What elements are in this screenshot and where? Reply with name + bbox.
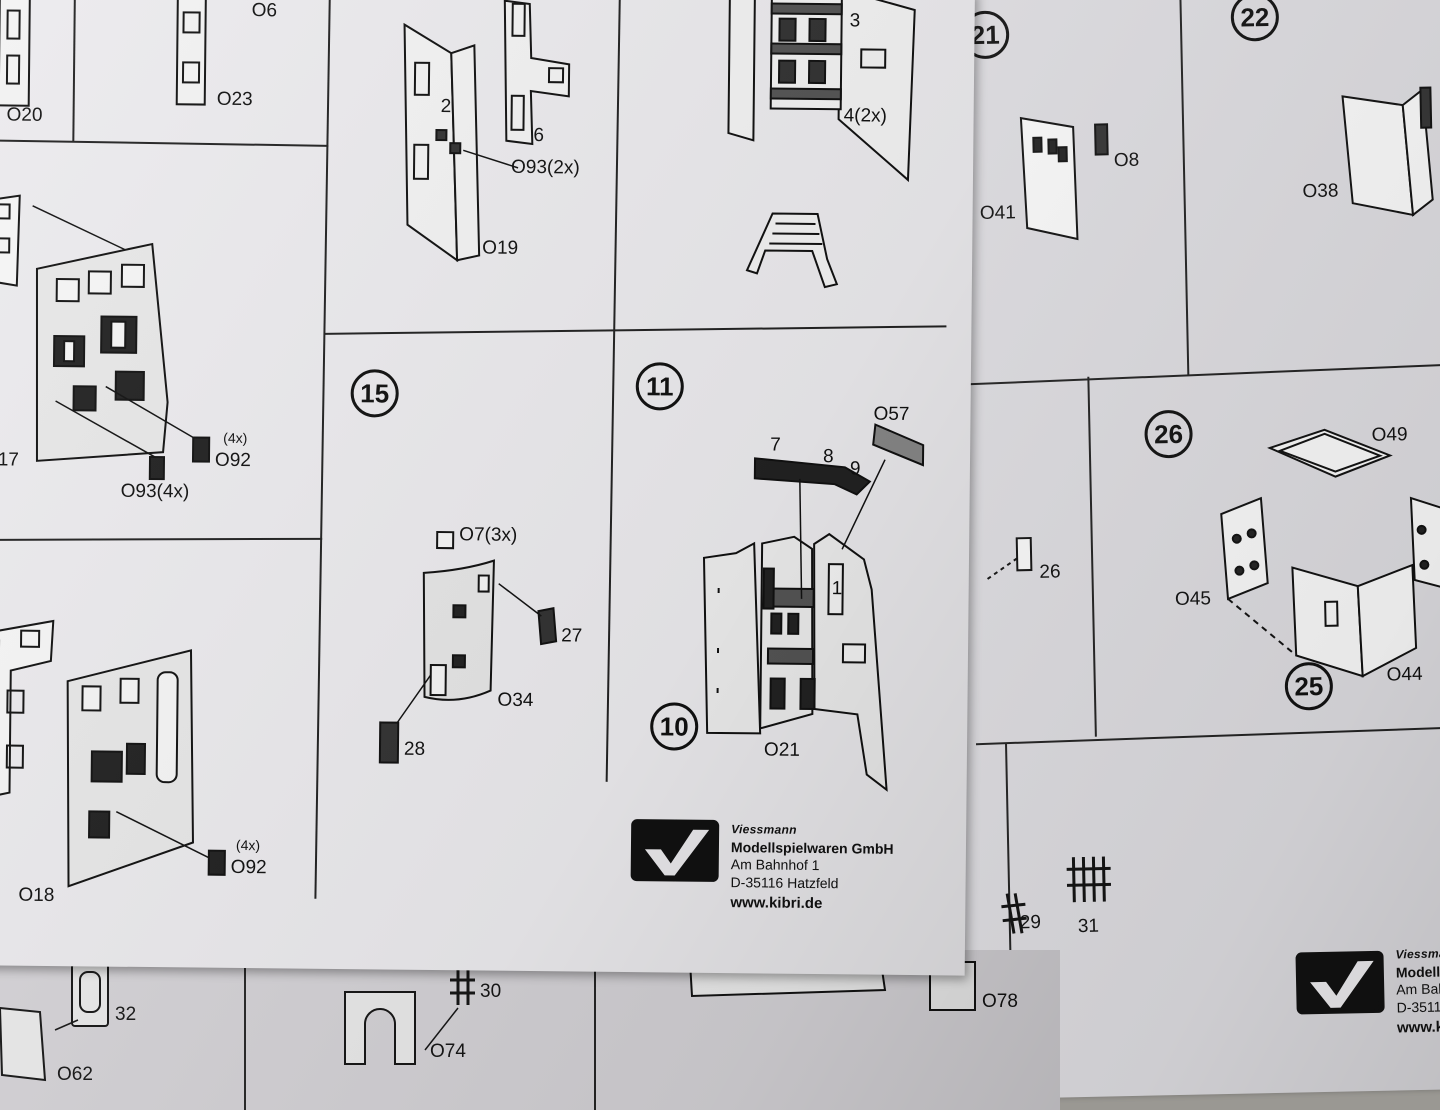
wall-pieces-top-left	[0, 0, 246, 108]
wall-o18-drawing	[0, 620, 227, 888]
part-label-29: 29	[1020, 913, 1042, 932]
viessmann-logo	[631, 819, 720, 882]
company-city: D-35116 Hatzfeld	[731, 874, 839, 891]
part-label-o92-upper: O92	[215, 451, 251, 470]
part-label-o8: O8	[1114, 151, 1140, 171]
part-label-o19: O19	[482, 238, 518, 257]
part-label-26: 26	[1039, 562, 1061, 581]
part-label-6: 6	[533, 126, 544, 145]
part-label-o45: O45	[1175, 589, 1211, 609]
quantity-4: (2x)	[854, 105, 887, 126]
company-web-right: www.ki	[1397, 1018, 1440, 1037]
part-label-o74: O74	[430, 1042, 466, 1061]
right-sheet-grid	[930, 0, 1440, 1100]
part-label-o17: O17	[0, 450, 19, 469]
part-label-3: 3	[850, 11, 861, 30]
viessmann-logo-right	[1295, 951, 1384, 1015]
part-label-o23: O23	[217, 90, 253, 109]
step-number-15: 15	[350, 369, 399, 418]
part-code-o7: O7	[459, 524, 485, 545]
part-label-31: 31	[1078, 917, 1100, 936]
company-brand-right: Viessmann	[1395, 946, 1440, 961]
house-o44-o45-drawing	[1220, 427, 1440, 679]
part-label-o41: O41	[980, 203, 1016, 223]
part-label-7: 7	[770, 436, 781, 455]
checkmark-icon	[1295, 951, 1384, 1015]
window-26-drawing	[987, 538, 1032, 579]
part-label-o21: O21	[764, 740, 800, 759]
part-label-o49: O49	[1371, 425, 1407, 445]
part-label-o7: O7(3x)	[459, 525, 517, 545]
part-label-o92-lower: O92	[231, 858, 267, 877]
step-number-10: 10	[650, 702, 699, 751]
panel-o41-drawing	[1021, 116, 1110, 240]
company-web: www.kibri.de	[730, 894, 893, 913]
part-label-9: 9	[850, 459, 861, 478]
step-number-11: 11	[636, 362, 685, 411]
part-label-o20: O20	[6, 105, 42, 124]
part-label-o57: O57	[873, 405, 909, 424]
quantity-o93-upper: (2x)	[547, 157, 580, 178]
tower-o34-drawing	[380, 531, 557, 764]
part-label-o18: O18	[18, 886, 54, 905]
instruction-sheet-right: 21 22 26 25 O8 O41 O38 26 O49 O45 O44 29…	[930, 0, 1440, 1100]
part-label-2: 2	[441, 97, 452, 116]
part-label-1: 1	[832, 579, 843, 598]
wall-o19-drawing	[402, 0, 570, 261]
part-label-o38: O38	[1302, 181, 1338, 201]
part-label-30: 30	[480, 982, 501, 1001]
part-code-o93-lower: O93	[121, 481, 157, 502]
part-label-o93-lower: O93(4x)	[121, 482, 190, 502]
checkmark-icon	[631, 819, 720, 882]
building-o21-drawing	[702, 423, 924, 790]
quantity-o92-upper: (4x)	[223, 431, 247, 445]
company-address: Viessmann Modellspielwaren GmbH Am Bahnh…	[730, 820, 894, 913]
part-label-o34: O34	[497, 691, 533, 710]
company-street-right: Am Bahnh	[1396, 980, 1440, 997]
instruction-sheet-main: 15 11 10 O20 O23 O6 6 2 O93(2x) O19 3 4(…	[0, 0, 975, 976]
company-street: Am Bahnhof 1	[731, 856, 820, 873]
part-label-o93-upper: O93(2x)	[511, 158, 580, 178]
company-address-right: Viessmann Modellsp Am Bahnh D-35116 H ww…	[1395, 944, 1440, 1037]
quantity-o92-lower: (4x)	[236, 838, 260, 852]
quantity-o7: (3x)	[484, 525, 517, 546]
quantity-o93-lower: (4x)	[156, 481, 189, 502]
company-brand: Viessmann	[731, 822, 797, 837]
wall-o17-drawing	[0, 195, 212, 479]
part-label-o6: O6	[252, 1, 278, 20]
company-name: Modellspielwaren GmbH	[731, 839, 894, 857]
part-label-28: 28	[404, 740, 425, 759]
company-name-right: Modellsp	[1396, 963, 1440, 980]
part-label-27: 27	[561, 626, 582, 645]
tower-stack-drawing	[727, 0, 915, 288]
panel-o38-drawing	[1342, 88, 1433, 217]
part-label-o44: O44	[1386, 665, 1422, 685]
part-label-8: 8	[823, 447, 834, 466]
part-code-4: 4	[844, 105, 855, 126]
company-city-right: D-35116 H	[1396, 998, 1440, 1015]
part-label-4: 4(2x)	[844, 106, 888, 125]
part-code-o93-upper: O93	[511, 157, 547, 178]
part-label-32: 32	[115, 1005, 136, 1024]
part-label-o62: O62	[57, 1065, 93, 1084]
part-label-o78: O78	[982, 992, 1018, 1011]
